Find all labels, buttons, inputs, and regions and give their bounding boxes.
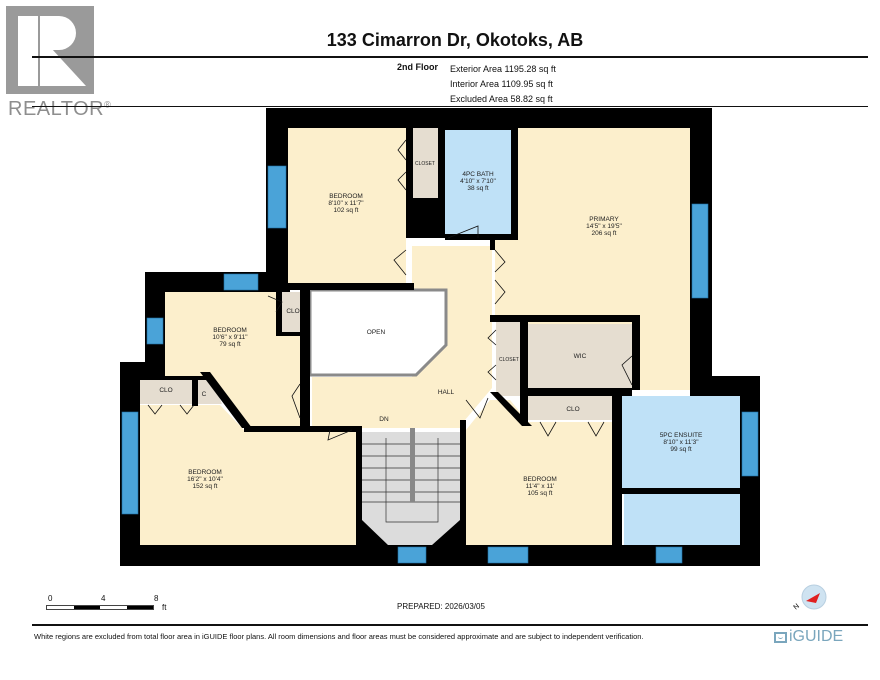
compass-icon: N <box>793 584 827 612</box>
prepared-date: PREPARED: 2026/03/05 <box>397 602 485 611</box>
svg-text:CLOSET: CLOSET <box>415 161 435 167</box>
svg-text:CLO: CLO <box>286 308 299 315</box>
realtor-r-icon <box>6 6 94 94</box>
floor-label: 2nd Floor <box>397 62 438 72</box>
svg-text:OPEN: OPEN <box>367 329 386 336</box>
door-swings <box>147 139 633 441</box>
exterior-area: Exterior Area 1195.28 sq ft <box>450 64 556 74</box>
svg-text:CLO: CLO <box>566 406 579 413</box>
svg-text:CLO: CLO <box>159 387 172 394</box>
svg-text:HALL: HALL <box>438 389 455 396</box>
interior-walls <box>140 128 740 545</box>
header-divider-bottom <box>32 106 868 107</box>
svg-text:WIC: WIC <box>574 353 587 360</box>
stair-treads <box>362 428 460 523</box>
area-summary: Exterior Area 1195.28 sq ft Interior Are… <box>450 62 556 107</box>
excluded-area: Excluded Area 58.82 sq ft <box>450 94 553 104</box>
room-name: BEDROOM <box>329 193 363 200</box>
scale-bar: 0 4 8 ft <box>46 594 167 612</box>
page-title: 133 Cimarron Dr, Okotoks, AB <box>326 30 584 50</box>
disclaimer-text: White regions are excluded from total fl… <box>34 632 644 641</box>
iguide-camera-icon <box>774 631 787 643</box>
iguide-logo: iGUIDE <box>774 628 843 646</box>
footer-divider <box>32 624 868 626</box>
header-divider <box>32 56 868 58</box>
svg-text:DN: DN <box>379 416 389 423</box>
interior-area: Interior Area 1109.95 sq ft <box>450 79 553 89</box>
windows <box>121 165 759 564</box>
svg-text:N: N <box>793 603 801 612</box>
svg-text:CLOSET: CLOSET <box>499 357 519 363</box>
room-fills <box>140 128 740 545</box>
realtor-wordmark: REALTOR <box>8 98 105 120</box>
svg-text:C: C <box>202 391 207 398</box>
